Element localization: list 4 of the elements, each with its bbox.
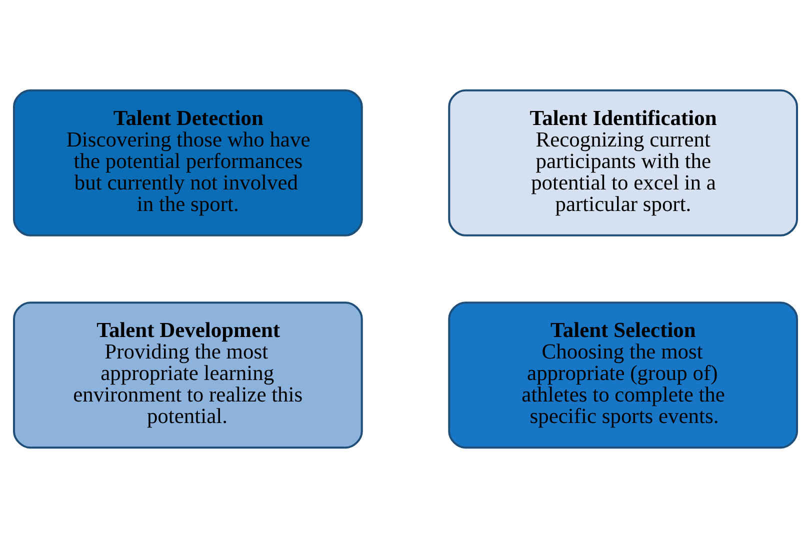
node-box: Talent Selection Choosing the most appropriate (group of) athletes to complete the specific sports events.: [448, 302, 798, 449]
node-box: Talent Development Providing the most appropriate learning environment to realize this potential.: [12, 302, 363, 449]
node-box: Talent Identification Recognizing current participants with the potential to excel in a particular sport.: [448, 89, 798, 236]
node-box: Talent Detection Discovering those who have the potential performances but currently not involved in the sport.: [12, 89, 363, 236]
